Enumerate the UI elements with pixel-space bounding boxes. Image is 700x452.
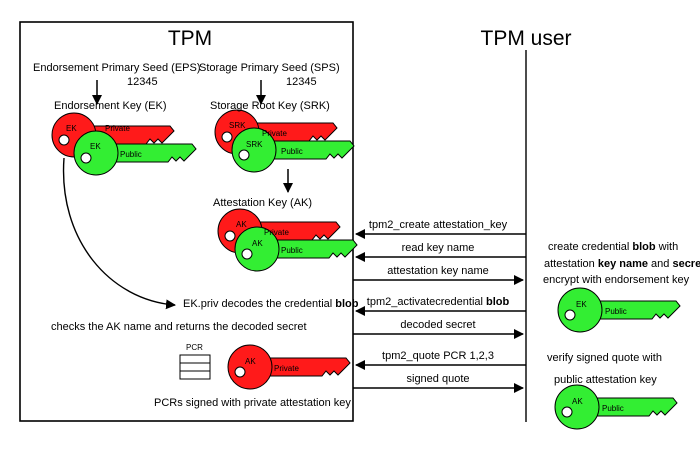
msg-read-key-name-label: read key name — [401, 242, 475, 254]
verify-text-line1: verify signed quote with — [547, 352, 662, 364]
ak-signing-tag: AK — [245, 357, 256, 366]
user-ak-public-label: Public — [602, 404, 624, 413]
ek-private-tag: EK — [66, 124, 77, 133]
tpm-title: TPM — [167, 27, 213, 50]
ek-label: Endorsement Key (EK) — [54, 100, 167, 112]
ak-label: Attestation Key (AK) — [213, 197, 313, 209]
encrypt-text: encrypt with endorsement key — [543, 274, 690, 286]
ak-public-tag: AK — [252, 239, 263, 248]
decode-text: EK.priv decodes the credential blob — [183, 298, 359, 310]
msg-quote-label: tpm2_quote PCR 1,2,3 — [382, 350, 494, 362]
check-ak-name-text: checks the AK name and returns the decod… — [51, 321, 307, 333]
pcr-label: PCR — [186, 343, 203, 352]
pcr-signed-text: PCRs signed with private attestation key — [154, 397, 351, 409]
ek-private-label: Private — [105, 124, 130, 133]
srk-label: Storage Root Key (SRK) — [210, 100, 330, 112]
eps-label: Endorsement Primary Seed (EPS) — [33, 62, 201, 74]
ek-public-tag: EK — [90, 142, 101, 151]
msg-activatecredential-label: tpm2_activatecredential blob — [366, 296, 510, 308]
srk-private-tag: SRK — [229, 121, 246, 130]
ak-private-tag: AK — [236, 220, 247, 229]
msg-decoded-secret-label: decoded secret — [400, 319, 476, 331]
user-ek-public-label: Public — [605, 307, 627, 316]
srk-public-tag: SRK — [246, 140, 263, 149]
msg-create-ak-label: tpm2_create attestation_key — [368, 219, 508, 231]
srk-public-label: Public — [281, 147, 303, 156]
msg-signed-quote-label: signed quote — [406, 373, 470, 385]
ak-public-label: Public — [281, 246, 303, 255]
user-ak-tag: AK — [572, 397, 583, 406]
verify-text-line2: public attestation key — [554, 374, 657, 386]
create-blob-text-line2: attestation key name and secret — [544, 258, 700, 270]
tpm-boundary-box — [19, 21, 354, 422]
tpm-user-title: TPM user — [480, 27, 572, 50]
ek-to-decode-curve-arrow — [62, 157, 176, 310]
pcr-table-icon — [179, 354, 211, 380]
msg-ak-name-label: attestation key name — [387, 265, 489, 277]
srk-private-label: Private — [262, 129, 287, 138]
eps-value: 12345 — [127, 76, 158, 88]
ak-private-label: Private — [264, 228, 289, 237]
sps-value: 12345 — [286, 76, 317, 88]
ek-public-label: Public — [120, 150, 142, 159]
ak-signing-private-label: Private — [274, 364, 299, 373]
create-blob-text-line1: create credential blob with — [548, 241, 679, 253]
user-ek-tag: EK — [576, 300, 587, 309]
sps-label: Storage Primary Seed (SPS) — [199, 62, 340, 74]
